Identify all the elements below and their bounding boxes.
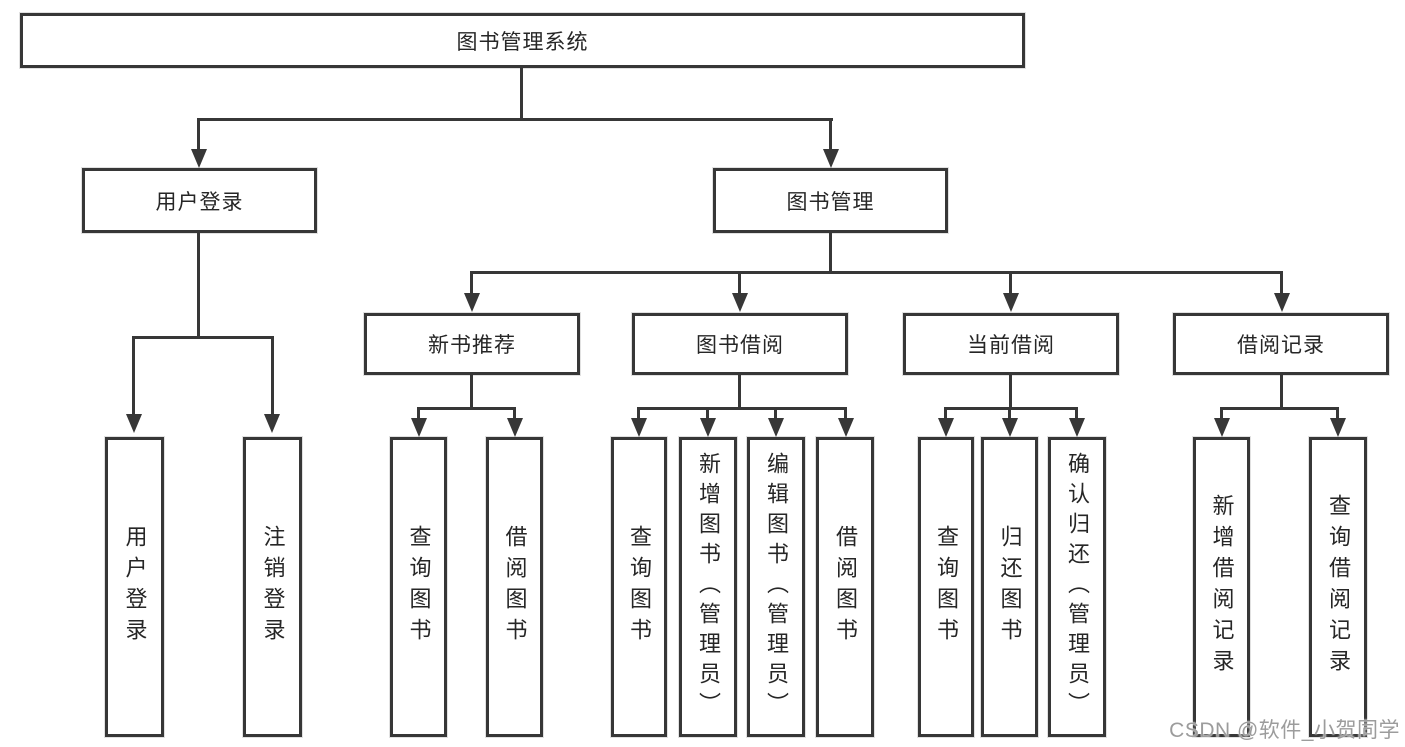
connector-line: [829, 233, 832, 271]
connector-line: [1280, 271, 1283, 295]
leaf-edit-books-admin: 编辑图书（管理员）: [747, 437, 805, 737]
leaf-add-borrow-record: 新增借阅记录: [1193, 437, 1250, 737]
connector-line: [944, 407, 1078, 410]
leaf-label: 归还图书: [997, 525, 1023, 649]
connector-line: [520, 68, 523, 118]
node-new-book-recommend: 新书推荐: [364, 313, 580, 375]
arrow-down-icon: [126, 414, 142, 433]
node-book-borrowing: 图书借阅: [632, 313, 848, 375]
leaf-label: 借阅图书: [833, 525, 858, 649]
node-label: 图书管理: [786, 190, 875, 214]
arrow-down-icon: [700, 418, 716, 437]
connector-line: [132, 336, 274, 339]
connector-line: [1220, 407, 1338, 410]
node-label: 新书推荐: [428, 334, 516, 357]
connector-line: [738, 271, 741, 295]
arrow-down-icon: [938, 418, 954, 437]
leaf-label: 借阅图书: [502, 525, 528, 649]
arrow-down-icon: [1214, 418, 1230, 437]
arrow-down-icon: [1330, 418, 1346, 437]
leaf-label: 查询图书: [627, 525, 652, 649]
leaf-label: 编辑图书（管理员）: [764, 452, 789, 722]
connector-line: [774, 407, 777, 420]
arrow-down-icon: [507, 418, 523, 437]
connector-line: [637, 407, 640, 420]
connector-line: [417, 407, 516, 410]
arrow-down-icon: [838, 418, 854, 437]
connector-line: [132, 336, 135, 416]
arrow-down-icon: [411, 418, 427, 437]
arrow-down-icon: [464, 293, 480, 312]
arrow-down-icon: [631, 418, 647, 437]
arrow-down-icon: [768, 418, 784, 437]
connector-line: [1009, 375, 1012, 407]
connector-line: [271, 336, 274, 416]
node-label: 借阅记录: [1237, 334, 1325, 357]
node-label: 图书借阅: [696, 334, 784, 357]
connector-line: [829, 118, 832, 151]
leaf-label: 确认归还（管理员）: [1065, 452, 1090, 722]
leaf-label: 新增图书（管理员）: [696, 452, 721, 722]
leaf-label: 注销登录: [260, 525, 286, 649]
node-current-borrowing: 当前借阅: [903, 313, 1119, 375]
leaf-label: 查询图书: [406, 525, 432, 649]
connector-line: [470, 271, 473, 295]
leaf-label: 查询图书: [934, 525, 959, 649]
connector-line: [637, 407, 847, 410]
leaf-borrow-books: 借阅图书: [816, 437, 874, 737]
node-user-login: 用户登录: [82, 168, 317, 233]
connector-line: [197, 118, 833, 121]
connector-line: [844, 407, 847, 420]
arrow-down-icon: [264, 414, 280, 433]
leaf-logout: 注销登录: [243, 437, 302, 737]
connector-line: [197, 233, 200, 336]
node-root-library-system: 图书管理系统: [20, 13, 1025, 68]
leaf-label: 用户登录: [122, 525, 148, 649]
leaf-confirm-return-admin: 确认归还（管理员）: [1048, 437, 1106, 737]
arrow-down-icon: [823, 149, 839, 168]
leaf-add-books-admin: 新增图书（管理员）: [679, 437, 737, 737]
node-borrowing-records: 借阅记录: [1173, 313, 1389, 375]
arrow-down-icon: [1069, 418, 1085, 437]
connector-line: [1075, 407, 1078, 420]
connector-line: [706, 407, 709, 420]
connector-line: [470, 271, 1283, 274]
arrow-down-icon: [1002, 418, 1018, 437]
leaf-query-books: 查询图书: [918, 437, 974, 737]
arrow-down-icon: [1003, 293, 1019, 312]
leaf-query-books: 查询图书: [390, 437, 447, 737]
leaf-label: 新增借阅记录: [1209, 494, 1235, 680]
node-label: 用户登录: [155, 190, 244, 214]
connector-line: [1280, 375, 1283, 407]
leaf-user-login: 用户登录: [105, 437, 164, 737]
node-label: 当前借阅: [967, 334, 1055, 357]
node-book-management: 图书管理: [713, 168, 948, 233]
leaf-borrow-books: 借阅图书: [486, 437, 543, 737]
arrow-down-icon: [732, 293, 748, 312]
leaf-return-books: 归还图书: [981, 437, 1038, 737]
connector-line: [1009, 271, 1012, 295]
connector-line: [1008, 407, 1011, 420]
connector-line: [470, 375, 473, 407]
leaf-query-books: 查询图书: [611, 437, 667, 737]
connector-line: [1336, 407, 1339, 420]
connector-line: [417, 407, 420, 420]
connector-line: [944, 407, 947, 420]
connector-line: [513, 407, 516, 420]
node-label: 图书管理系统: [456, 30, 589, 54]
arrow-down-icon: [191, 149, 207, 168]
connector-line: [1220, 407, 1223, 420]
connector-line: [197, 118, 200, 151]
leaf-label: 查询借阅记录: [1326, 494, 1351, 680]
leaf-query-borrow-record: 查询借阅记录: [1309, 437, 1367, 737]
connector-line: [738, 375, 741, 407]
arrow-down-icon: [1274, 293, 1290, 312]
